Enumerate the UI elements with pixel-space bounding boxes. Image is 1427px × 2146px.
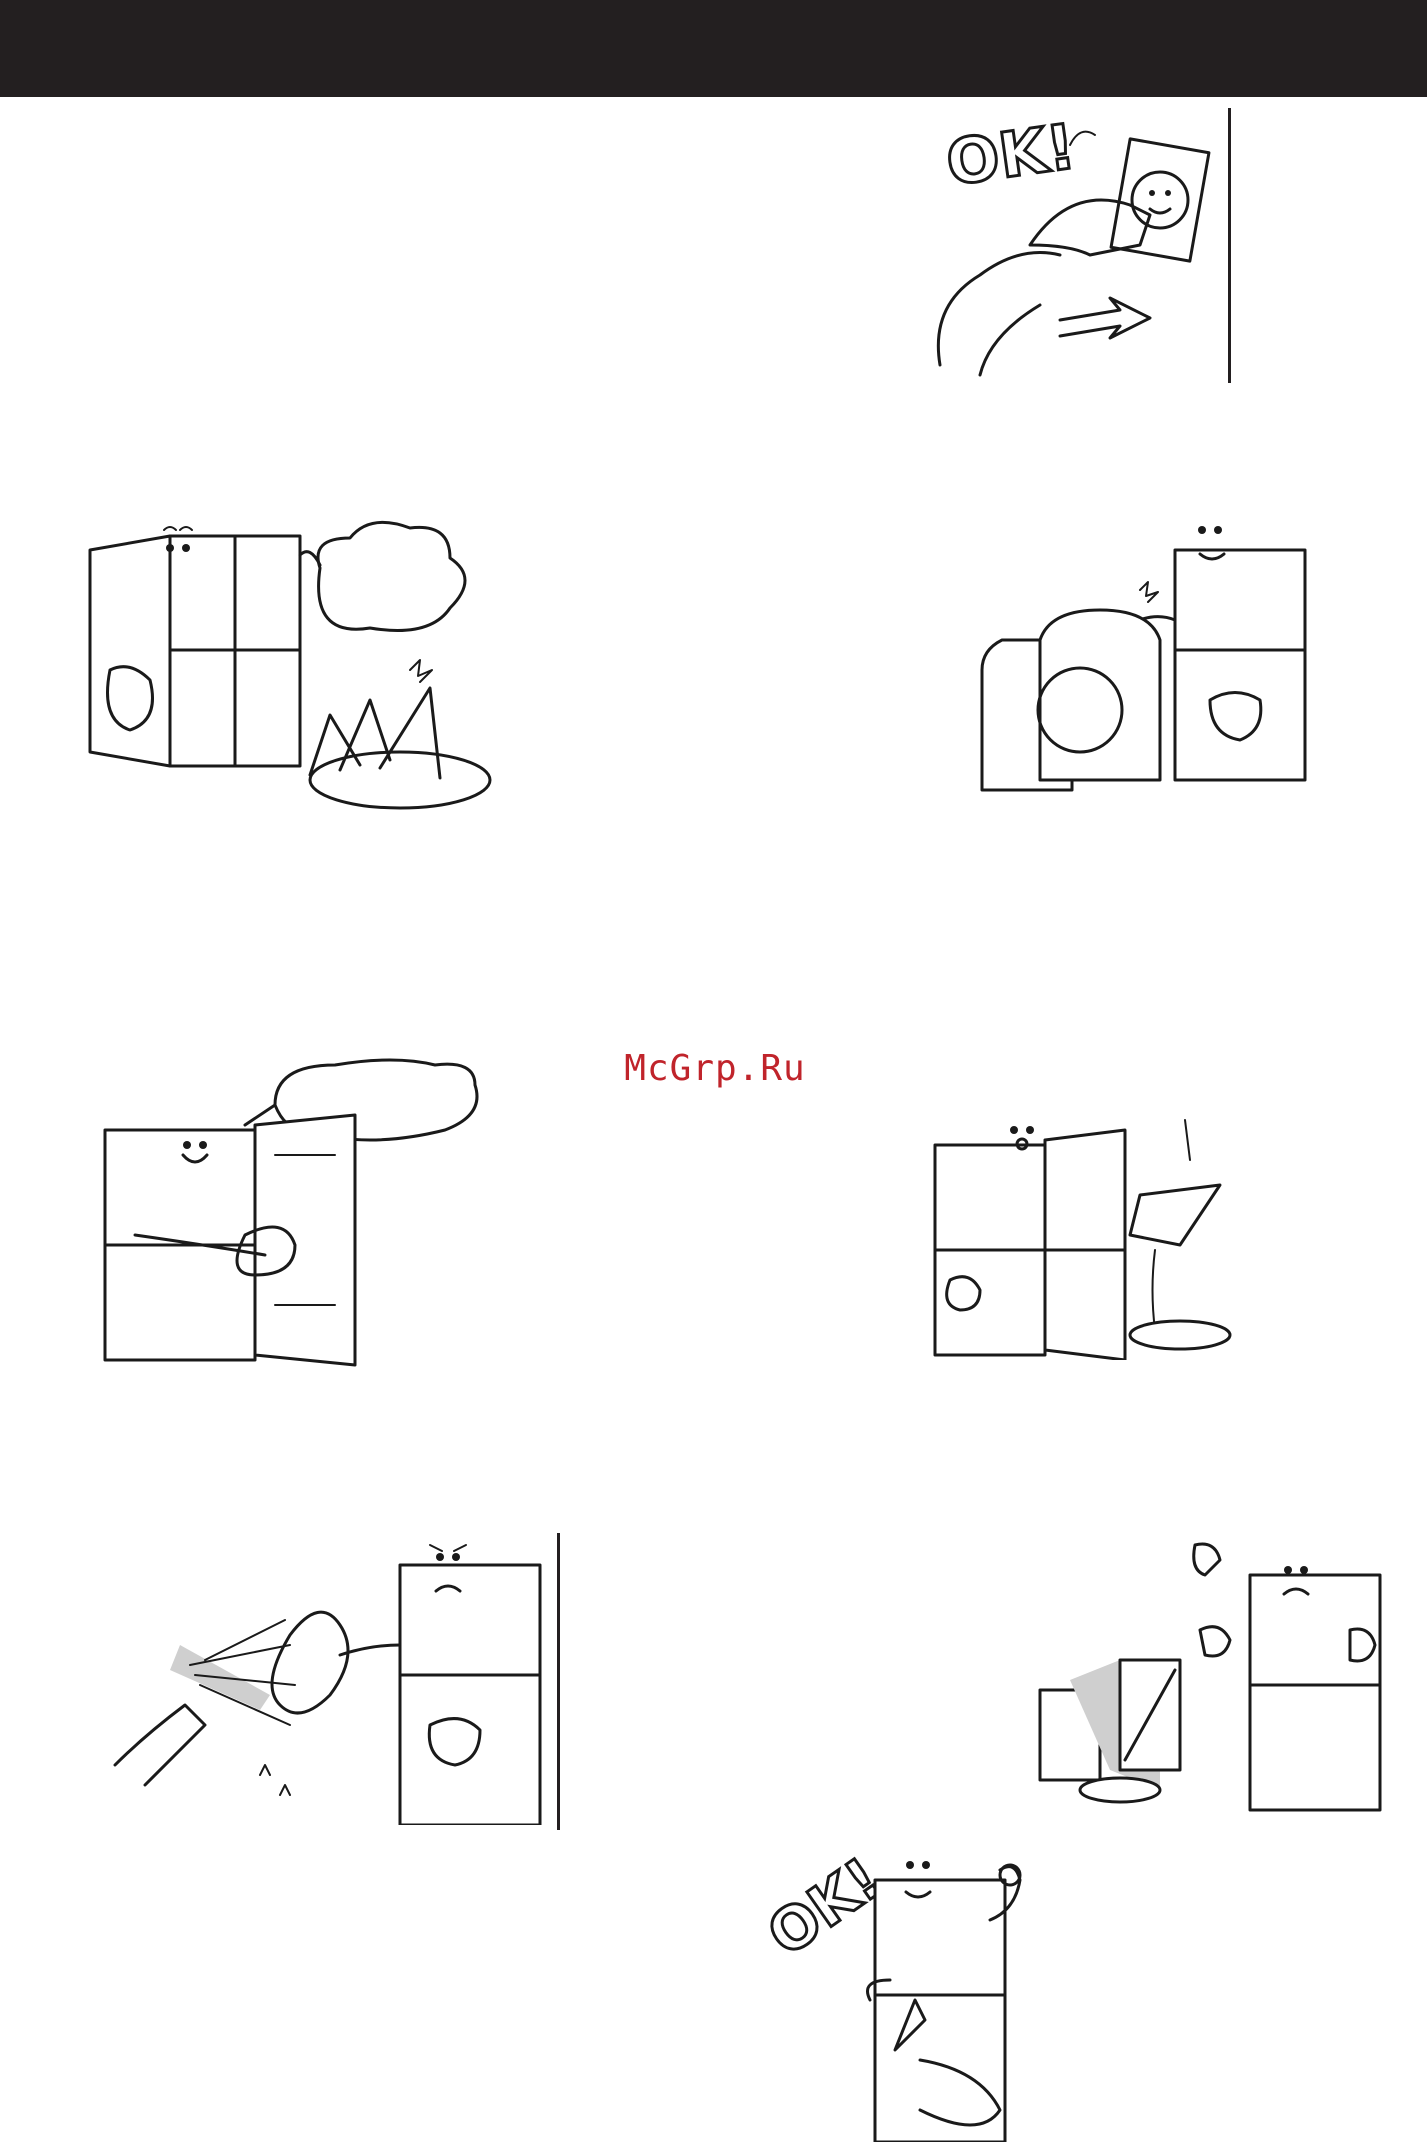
ok-badge-text: OK!: [760, 1844, 893, 1969]
illustration-fridge-chemicals: [1030, 1540, 1390, 1815]
watermark: McGrp.Ru: [560, 1048, 870, 1089]
ok-badge-text: OK!: [942, 110, 1080, 200]
illustration-fridge-drain-tray: [930, 1110, 1250, 1360]
illustration-fridge-bottles: [980, 510, 1320, 800]
illustration-fridge-plug-ok: OK!: [760, 1820, 1040, 2142]
divider-left-bottom: [557, 1533, 560, 1830]
illustration-fridge-door-gasket: [95, 1035, 505, 1370]
header-bar: [0, 0, 1427, 97]
illustration-fridge-dish-cleaning: [80, 520, 530, 820]
illustration-unplug-ok: OK!: [920, 105, 1240, 385]
illustration-fridge-water-spray: [110, 1535, 560, 1825]
divider-top-right: [1228, 108, 1231, 383]
